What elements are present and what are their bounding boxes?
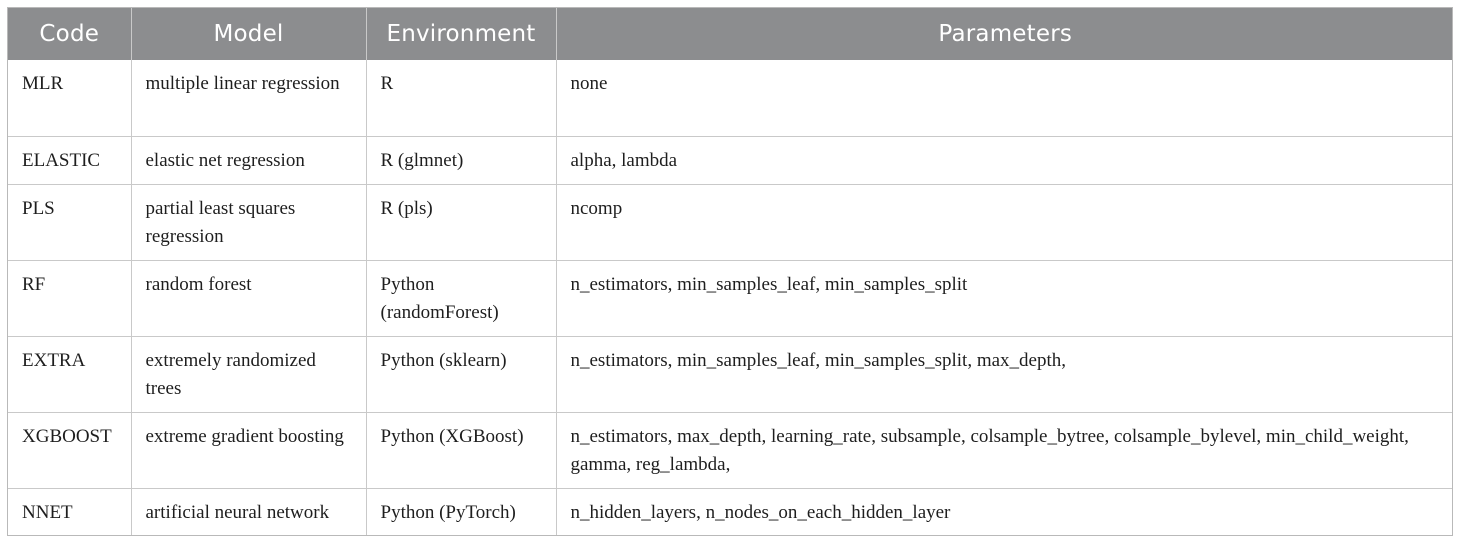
cell-environment: Python (sklearn) <box>366 336 557 413</box>
cell-code: PLS <box>8 184 132 261</box>
cell-model: extremely randomized trees <box>131 336 367 413</box>
cell-code: ELASTIC <box>8 136 132 185</box>
cell-parameters: n_hidden_layers, n_nodes_on_each_hidden_… <box>570 501 951 523</box>
cell-parameters: alpha, lambda <box>556 136 1452 185</box>
header-environment: Environment <box>366 8 557 60</box>
table-row: ELASTIC elastic net regression R (glmnet… <box>8 136 1452 185</box>
cell-code: MLR <box>8 60 132 137</box>
models-table-frame: Code Model Environment Parameters MLR mu… <box>7 7 1453 536</box>
cell-model: partial least squares regression <box>131 184 367 261</box>
cell-model: artificial neural network <box>131 488 367 535</box>
cell-code: XGBOOST <box>8 412 132 489</box>
table-header: Code Model Environment Parameters <box>8 8 1452 60</box>
cell-environment: R (glmnet) <box>366 136 557 185</box>
cell-environment: R <box>366 60 557 137</box>
cell-environment: Python (randomForest) <box>366 260 557 337</box>
cell-model: elastic net regression <box>131 136 367 185</box>
cell-parameters: ncomp <box>556 184 1452 261</box>
cell-parameters: n_estimators, min_samples_leaf, min_samp… <box>556 260 1452 337</box>
header-row: Code Model Environment Parameters <box>8 8 1452 60</box>
cell-parameters: n_estimators, min_samples_leaf, min_samp… <box>556 336 1452 413</box>
cell-model: extreme gradient boosting <box>131 412 367 489</box>
cell-environment: Python (XGBoost) <box>366 412 557 489</box>
cell-parameters: none <box>556 60 1452 137</box>
models-table: Code Model Environment Parameters MLR mu… <box>8 8 1452 535</box>
cell-model: random forest <box>131 260 367 337</box>
table-row: NNET artificial neural network Python (P… <box>8 488 1452 535</box>
cell-code: EXTRA <box>8 336 132 413</box>
cell-environment: R (pls) <box>366 184 557 261</box>
cell-code: RF <box>8 260 132 337</box>
table-body: MLR multiple linear regression R none EL… <box>8 60 1452 535</box>
cell-model: multiple linear regression <box>131 60 367 137</box>
table-row: EXTRA extremely randomized trees Python … <box>8 336 1452 413</box>
cell-parameters: n_estimators, max_depth, learning_rate, … <box>556 412 1452 489</box>
cell-code: NNET <box>8 488 132 535</box>
table-row: MLR multiple linear regression R none <box>8 60 1452 137</box>
header-code: Code <box>8 8 132 60</box>
header-model: Model <box>131 8 367 60</box>
header-parameters: Parameters <box>556 8 1452 60</box>
table-row: PLS partial least squares regression R (… <box>8 184 1452 261</box>
table-row: RF random forest Python (randomForest) n… <box>8 260 1452 337</box>
cell-environment: Python (PyTorch) <box>366 488 557 535</box>
table-row: XGBOOST extreme gradient boosting Python… <box>8 412 1452 489</box>
